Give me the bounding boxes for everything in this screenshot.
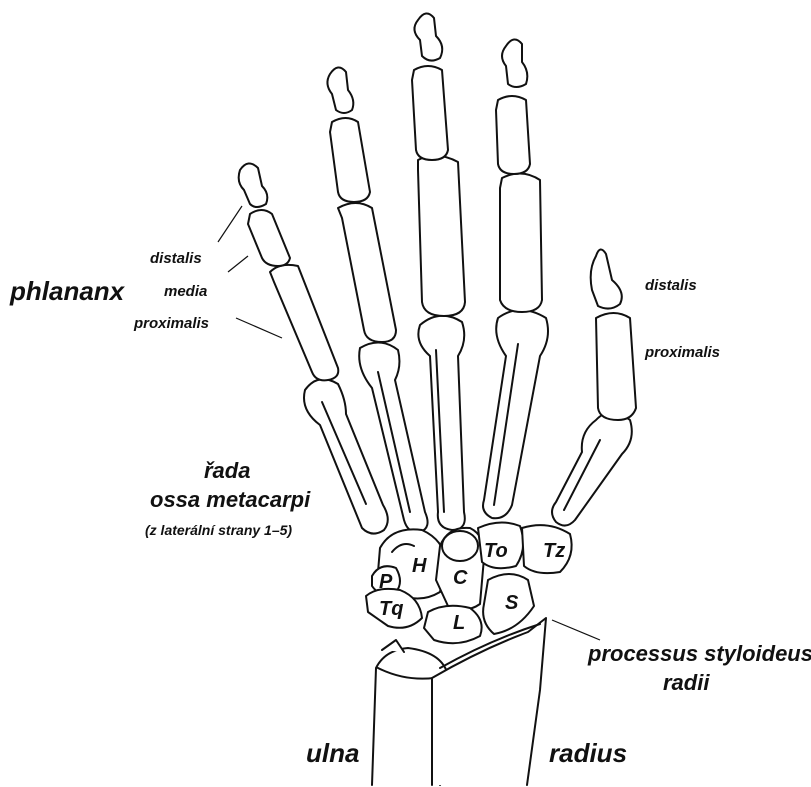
label-processus: processus styloideus bbox=[588, 641, 811, 667]
middle-phalanx-3 bbox=[412, 66, 448, 160]
proximal-phalanx-1 bbox=[596, 313, 636, 420]
leader-processus bbox=[552, 620, 600, 640]
leader-proximalis bbox=[236, 318, 282, 338]
label-thumb-proximalis: proximalis bbox=[645, 344, 720, 361]
proximal-phalanx-2 bbox=[500, 173, 542, 312]
label-rada: řada bbox=[204, 458, 250, 484]
label-lunatum: L bbox=[453, 612, 465, 635]
capitatum-head bbox=[442, 531, 478, 561]
label-thumb-distalis: distalis bbox=[645, 277, 697, 294]
distal-phalanx-5 bbox=[239, 163, 268, 207]
label-radius: radius bbox=[549, 738, 627, 769]
label-triquetrum: Tq bbox=[379, 598, 403, 621]
proximal-phalanx-5 bbox=[270, 265, 338, 380]
label-phalanx: phlananx bbox=[10, 276, 124, 307]
label-media: media bbox=[164, 283, 207, 300]
label-pisiforme: P bbox=[379, 571, 392, 594]
middle-phalanx-2 bbox=[496, 96, 530, 174]
label-lateral-note: (z laterální strany 1–5) bbox=[145, 522, 292, 538]
distal-phalanx-1 bbox=[591, 249, 622, 308]
leader-media bbox=[228, 256, 248, 272]
metacarpal-1 bbox=[552, 413, 632, 526]
distal-phalanx-4 bbox=[327, 67, 353, 113]
proximal-phalanx-3 bbox=[418, 155, 465, 316]
middle-phalanx-4 bbox=[330, 118, 370, 202]
label-ossa-metacarpi: ossa metacarpi bbox=[150, 487, 310, 513]
leader-distalis bbox=[218, 206, 242, 242]
label-proximalis: proximalis bbox=[134, 315, 209, 332]
metacarpal-3 bbox=[418, 316, 464, 530]
label-scaphoideum: S bbox=[505, 592, 518, 615]
label-hamatum: H bbox=[412, 555, 426, 578]
label-ulna: ulna bbox=[306, 738, 359, 769]
label-radii: radii bbox=[663, 670, 709, 696]
label-capitatum: C bbox=[453, 567, 467, 590]
proximal-phalanx-4 bbox=[338, 203, 396, 342]
distal-phalanx-3 bbox=[414, 13, 442, 60]
metacarpal-2 bbox=[483, 310, 548, 518]
middle-phalanx-5 bbox=[248, 210, 290, 266]
label-trapezium: Tz bbox=[543, 540, 565, 563]
label-distalis: distalis bbox=[150, 250, 202, 267]
label-trapezoideum: To bbox=[484, 540, 508, 563]
distal-phalanx-2 bbox=[502, 39, 527, 87]
